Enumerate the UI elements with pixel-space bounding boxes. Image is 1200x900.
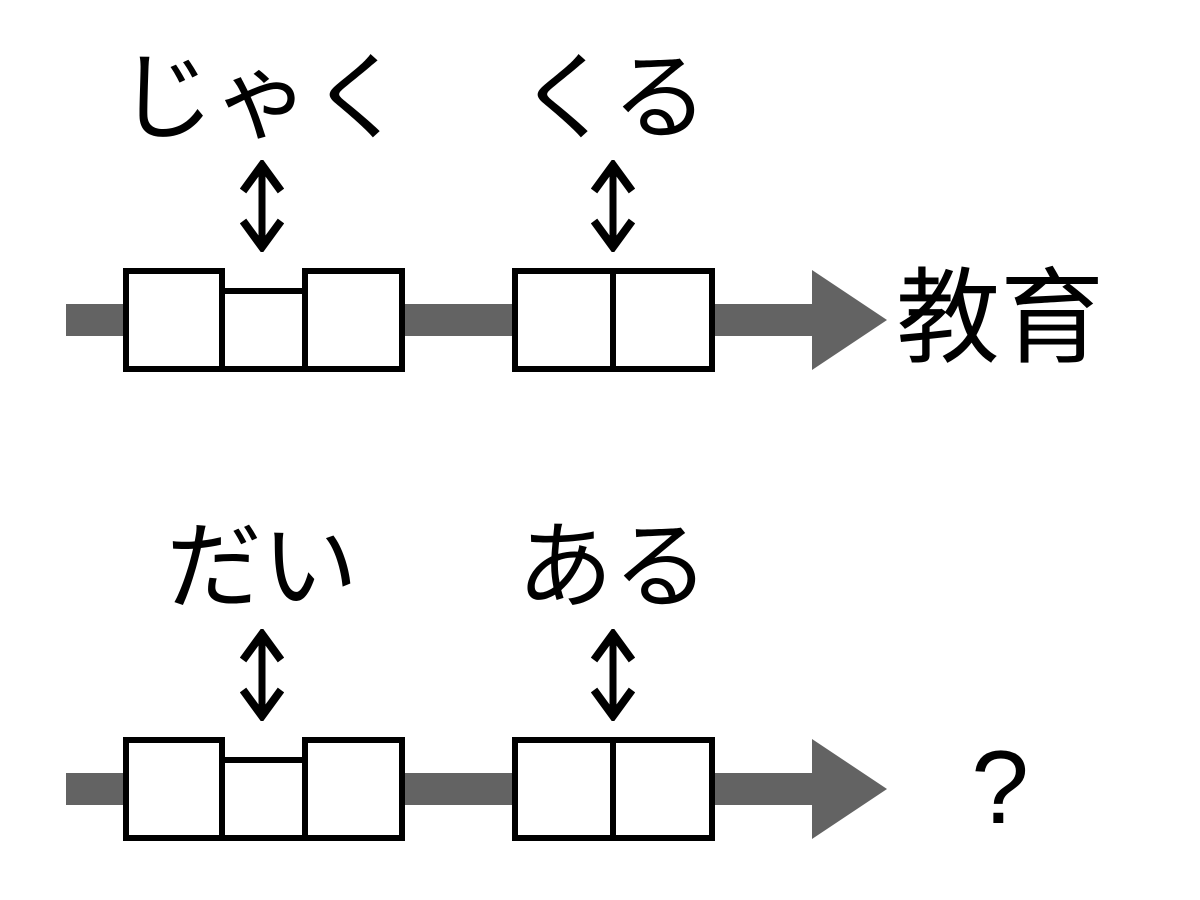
sequence-row-top: じゃく くる 教育 [0, 0, 1200, 431]
small-mora-box [219, 288, 308, 372]
updown-arrow-icon [240, 160, 284, 252]
updown-arrow-icon [591, 160, 635, 252]
mora-box [512, 268, 616, 372]
result-unknown: ? [971, 730, 1029, 846]
updown-arrow-icon [591, 629, 635, 721]
updown-arrow-icon [240, 629, 284, 721]
reading-label-left: じゃく [118, 45, 406, 152]
reading-label-left: だい [166, 514, 358, 621]
sequence-row-bottom: だい ある ? [0, 469, 1200, 900]
timeline-arrow-head [812, 270, 887, 370]
mora-box [123, 737, 225, 841]
reading-label-right: ある [517, 514, 709, 621]
mora-box [302, 737, 405, 841]
mora-box [302, 268, 405, 372]
timeline-arrow-head [812, 739, 887, 839]
mora-box [123, 268, 225, 372]
mora-box [610, 737, 715, 841]
mora-box [512, 737, 616, 841]
mora-box [610, 268, 715, 372]
small-mora-box [219, 757, 308, 841]
reading-label-right: くる [517, 45, 709, 152]
result-word: 教育 [895, 261, 1104, 377]
